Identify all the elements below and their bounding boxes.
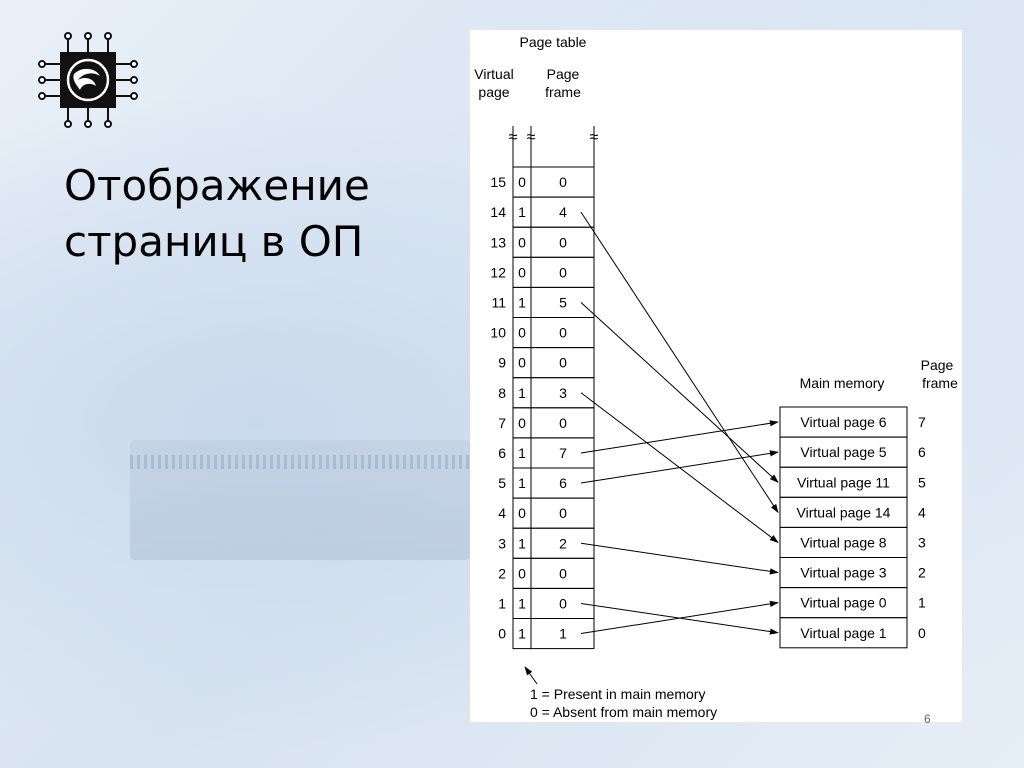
virtual-page-number: 5 [498, 475, 506, 491]
memory-frame-number: 3 [918, 534, 926, 550]
slide-number: 6 [924, 712, 931, 726]
memory-frame-number: 5 [918, 474, 926, 490]
main-memory-title: Main memory [800, 375, 885, 391]
virtual-page-number: 6 [498, 445, 506, 461]
virtual-page-number: 14 [490, 204, 506, 220]
page-frame-value: 3 [559, 385, 567, 401]
page-frame-value: 5 [559, 294, 567, 310]
present-bit-value: 0 [518, 264, 526, 280]
present-bit-value: 0 [518, 325, 526, 341]
page-frame-value: 0 [559, 565, 567, 581]
memory-frame-label: Virtual page 0 [800, 595, 886, 611]
present-bit-value: 1 [518, 294, 526, 310]
memory-frame-label: Virtual page 8 [800, 534, 886, 550]
page-frame-value: 0 [559, 415, 567, 431]
memory-frame-label: Virtual page 6 [800, 414, 886, 430]
present-bit-value: 1 [518, 475, 526, 491]
page-frame-value: 0 [559, 264, 567, 280]
present-bit-value: 0 [518, 505, 526, 521]
legend-absent: 0 = Absent from main memory [530, 704, 717, 720]
background-chip-pins [130, 455, 470, 469]
virtual-page-number: 11 [491, 294, 506, 310]
page-frame-value: 2 [559, 535, 567, 551]
virtual-page-number: 10 [490, 325, 506, 341]
page-frame-value: 0 [559, 325, 567, 341]
page-frame-value: 1 [559, 626, 567, 642]
page-frame-value: 0 [559, 234, 567, 250]
memory-frame-number: 1 [918, 595, 926, 611]
memory-frame-number: 4 [918, 504, 926, 520]
chip-logo-icon [38, 32, 138, 128]
virtual-page-number: 3 [498, 535, 506, 551]
virtual-page-number: 1 [498, 595, 506, 611]
present-bit-value: 0 [518, 415, 526, 431]
memory-frame-header-line2: frame [922, 375, 958, 391]
virtual-page-number: 13 [490, 234, 506, 250]
virtual-page-header-line2: page [478, 84, 509, 100]
present-bit-pointer [524, 666, 538, 685]
memory-frame-label: Virtual page 3 [800, 565, 886, 581]
virtual-page-header-line1: Virtual [474, 66, 513, 82]
memory-frame-label: Virtual page 11 [797, 474, 890, 490]
present-bit-value: 0 [518, 565, 526, 581]
mapping-arrow [580, 450, 779, 484]
memory-frame-label: Virtual page 1 [800, 625, 886, 641]
page-frame-value: 4 [559, 204, 567, 220]
virtual-page-number: 15 [490, 174, 506, 190]
page-frame-value: 6 [559, 475, 567, 491]
virtual-page-number: 8 [498, 385, 506, 401]
mapping-arrows [580, 211, 779, 635]
memory-frame-label: Virtual page 14 [797, 504, 891, 520]
present-bit-value: 0 [518, 234, 526, 250]
page-frame-value: 0 [559, 595, 567, 611]
page-frame-cell [530, 618, 595, 650]
page-frame-value: 0 [559, 174, 567, 190]
memory-frame-block [779, 617, 908, 649]
page-table-title: Page table [520, 34, 587, 50]
memory-frame-header-line1: Page [921, 357, 954, 373]
page-frame-header-line1: Page [547, 66, 580, 82]
virtual-page-number: 2 [498, 565, 506, 581]
virtual-page-number: 4 [498, 505, 506, 521]
present-bit-value: 1 [518, 595, 526, 611]
page-frame-value: 0 [559, 505, 567, 521]
page-mapping-diagram: Page table Virtual page Page frame ≈ ≈ ≈… [474, 34, 958, 720]
mapping-arrow [580, 420, 779, 454]
present-bit-value: 1 [518, 445, 526, 461]
present-bit-value: 1 [518, 204, 526, 220]
mapping-arrow [580, 302, 779, 483]
memory-frame-number: 0 [918, 625, 926, 641]
present-bit-value: 1 [518, 535, 526, 551]
mapping-arrow [580, 600, 779, 635]
virtual-page-number: 12 [490, 264, 506, 280]
mapping-arrow [580, 542, 779, 575]
table-break-mark-2: ≈ [527, 129, 536, 146]
memory-frame-label: Virtual page 5 [800, 444, 886, 460]
page-frame-value: 7 [559, 445, 567, 461]
diagram-panel: Page table Virtual page Page frame ≈ ≈ ≈… [470, 30, 962, 722]
memory-frame-number: 7 [918, 414, 926, 430]
virtual-page-number: 7 [498, 415, 506, 431]
present-bit-value: 0 [518, 174, 526, 190]
virtual-page-number: 9 [498, 355, 506, 371]
page-frame-header-line2: frame [545, 84, 581, 100]
virtual-page-number: 0 [498, 626, 506, 642]
memory-frame-number: 6 [918, 444, 926, 460]
present-bit-value: 1 [518, 385, 526, 401]
slide-title: Отображение страниц в ОП [64, 161, 370, 266]
mapping-arrow [580, 211, 779, 514]
present-bit-value: 1 [518, 626, 526, 642]
legend-present: 1 = Present in main memory [530, 686, 705, 702]
table-break-mark-3: ≈ [590, 129, 599, 146]
memory-frame-number: 2 [918, 565, 926, 581]
present-bit-value: 0 [518, 355, 526, 371]
table-break-mark-1: ≈ [509, 129, 518, 146]
page-frame-value: 0 [559, 355, 567, 371]
